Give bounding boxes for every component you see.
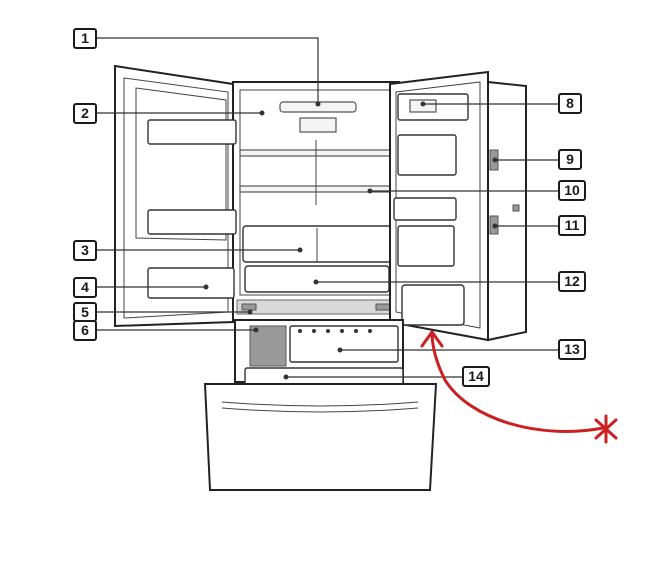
svg-text:3: 3 bbox=[81, 242, 89, 258]
callout-13: 13 bbox=[558, 339, 586, 360]
svg-text:2: 2 bbox=[81, 105, 89, 121]
leader-lines bbox=[96, 37, 559, 380]
callouts: 1 2 3 4 5 6 8 9 bbox=[73, 28, 586, 387]
callout-3: 3 bbox=[73, 240, 97, 261]
callout-10: 10 bbox=[558, 180, 586, 201]
control-dots bbox=[298, 329, 372, 333]
svg-text:4: 4 bbox=[81, 279, 89, 295]
svg-text:5: 5 bbox=[81, 304, 89, 320]
callout-4: 4 bbox=[73, 277, 97, 298]
red-arrowhead-icon bbox=[420, 330, 444, 348]
right-door bbox=[389, 70, 527, 342]
svg-text:13: 13 bbox=[564, 341, 580, 357]
refrigerator-cabinet bbox=[232, 81, 400, 323]
svg-text:8: 8 bbox=[566, 95, 574, 111]
svg-text:10: 10 bbox=[564, 182, 580, 198]
callout-14: 14 bbox=[462, 366, 490, 387]
svg-text:12: 12 bbox=[564, 273, 580, 289]
callout-11: 11 bbox=[558, 215, 586, 236]
svg-text:6: 6 bbox=[81, 322, 89, 338]
red-arrow-curve bbox=[430, 330, 605, 433]
red-asterisk-icon bbox=[594, 414, 618, 444]
svg-text:11: 11 bbox=[565, 217, 580, 233]
red-annotation bbox=[420, 330, 618, 444]
callout-1: 1 bbox=[73, 28, 97, 49]
svg-text:9: 9 bbox=[566, 151, 574, 167]
freezer-drawer bbox=[203, 319, 438, 491]
left-door bbox=[114, 64, 237, 328]
callout-9: 9 bbox=[558, 149, 582, 170]
svg-text:14: 14 bbox=[468, 368, 484, 384]
callout-6: 6 bbox=[73, 320, 97, 341]
callout-8: 8 bbox=[558, 93, 582, 114]
callout-2: 2 bbox=[73, 103, 97, 124]
callout-5: 5 bbox=[73, 302, 97, 322]
svg-text:1: 1 bbox=[81, 30, 89, 46]
callout-12: 12 bbox=[558, 271, 586, 292]
